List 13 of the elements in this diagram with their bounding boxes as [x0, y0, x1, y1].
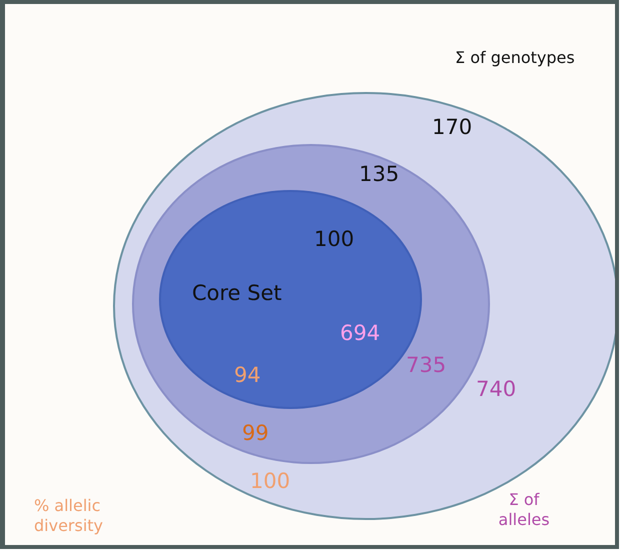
- count-label: 740: [476, 378, 516, 402]
- count-label: 135: [359, 163, 400, 186]
- count-label: Core Set: [192, 282, 282, 306]
- axis-caption: Σ of genotypes: [455, 48, 576, 68]
- count-label: 100: [250, 470, 290, 494]
- axis-caption: % allelic diversity: [34, 496, 104, 536]
- count-label: 170: [432, 116, 472, 140]
- axis-caption: Σ of alleles: [497, 490, 551, 530]
- count-label: 694: [340, 322, 380, 346]
- count-label: 94: [234, 364, 261, 388]
- count-label: 735: [406, 354, 446, 378]
- count-label: 99: [242, 422, 269, 446]
- count-label: 100: [314, 228, 354, 252]
